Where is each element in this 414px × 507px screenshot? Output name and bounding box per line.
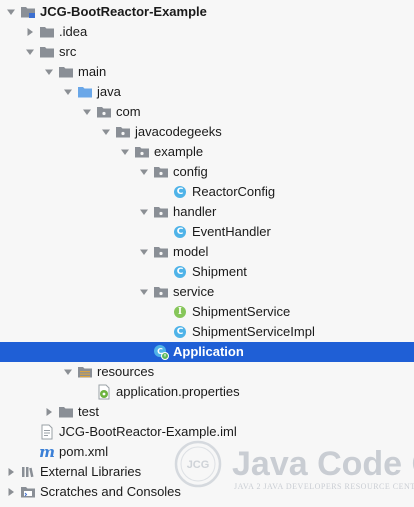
resources-folder-icon [77,364,93,380]
tree-node-application[interactable]: C Application [0,342,414,362]
tree-node-label: handler [173,204,217,219]
tree-node-label: application.properties [116,384,240,399]
interface-icon: I [172,304,188,320]
package-icon [153,204,169,220]
tree-node-scratches-and-consoles[interactable]: Scratches and Consoles [0,482,414,502]
package-icon [153,284,169,300]
chevron-right-icon[interactable] [23,25,37,39]
tree-node-shipment[interactable]: C Shipment [0,262,414,282]
package-icon [153,164,169,180]
tree-node-javacodegeeks[interactable]: javacodegeeks [0,122,414,142]
tree-node-label: src [59,44,77,59]
tree-node-label: java [97,84,121,99]
tree-node-main[interactable]: main [0,62,414,82]
class-icon: C [172,324,188,340]
tree-node-shipmentservice[interactable]: I ShipmentService [0,302,414,322]
tree-node-label: config [173,164,208,179]
chevron-down-icon[interactable] [80,105,94,119]
package-icon [115,124,131,140]
module-folder-icon [20,4,36,20]
folder-icon [39,24,55,40]
tree-node-label: Shipment [192,264,247,279]
tree-node-label: ShipmentService [192,304,291,319]
tree-node-label: External Libraries [40,464,142,479]
chevron-down-icon[interactable] [61,85,75,99]
tree-node-external-libraries[interactable]: External Libraries [0,462,414,482]
tree-node-idea[interactable]: .idea [0,22,414,42]
class-icon: C [172,264,188,280]
class-icon: C [172,184,188,200]
package-icon [153,244,169,260]
chevron-down-icon[interactable] [137,285,151,299]
tree-node-label: JCG-BootReactor-Example [40,4,207,19]
tree-node-jcg-bootreactor-example[interactable]: JCG-BootReactor-Example [0,2,414,22]
tree-node-label: pom.xml [59,444,109,459]
tree-node-com[interactable]: com [0,102,414,122]
tree-node-label: EventHandler [192,224,271,239]
tree-node-label: ShipmentServiceImpl [192,324,315,339]
folder-icon [58,404,74,420]
tree-node-src[interactable]: src [0,42,414,62]
tree-node-label: com [116,104,141,119]
chevron-down-icon[interactable] [23,45,37,59]
tree-node-example[interactable]: example [0,142,414,162]
chevron-down-icon[interactable] [61,365,75,379]
tree-node-resources[interactable]: resources [0,362,414,382]
chevron-right-icon[interactable] [4,485,18,499]
tree-node-reactorconfig[interactable]: C ReactorConfig [0,182,414,202]
tree-node-label: main [78,64,107,79]
chevron-down-icon[interactable] [99,125,113,139]
chevron-right-icon[interactable] [4,465,18,479]
chevron-right-icon[interactable] [42,405,56,419]
tree-node-application-properties[interactable]: application.properties [0,382,414,402]
chevron-down-icon[interactable] [42,65,56,79]
folder-icon [39,44,55,60]
tree-node-test[interactable]: test [0,402,414,422]
tree-node-label: javacodegeeks [135,124,222,139]
folder-icon [58,64,74,80]
iml-file-icon [39,424,55,440]
tree-node-service[interactable]: service [0,282,414,302]
tree-node-label: test [78,404,99,419]
scratches-icon [20,484,36,500]
tree-node-pom-xml[interactable]: m pom.xml [0,442,414,462]
tree-node-label: JCG-BootReactor-Example.iml [59,424,237,439]
tree-node-java[interactable]: java [0,82,414,102]
tree-node-jcg-bootreactor-example-iml[interactable]: JCG-BootReactor-Example.iml [0,422,414,442]
tree-node-label: Scratches and Consoles [40,484,181,499]
tree-node-config[interactable]: config [0,162,414,182]
tree-node-label: .idea [59,24,88,39]
source-folder-icon [77,84,93,100]
chevron-down-icon[interactable] [137,165,151,179]
svg-text:C: C [157,347,163,356]
tree-node-handler[interactable]: handler [0,202,414,222]
chevron-down-icon[interactable] [137,245,151,259]
tree-node-label: example [154,144,204,159]
package-icon [96,104,112,120]
libraries-icon [20,464,36,480]
tree-node-model[interactable]: model [0,242,414,262]
spring-boot-app-icon: C [153,344,169,360]
chevron-down-icon[interactable] [118,145,132,159]
tree-node-label: service [173,284,215,299]
package-icon [134,144,150,160]
properties-file-icon [96,384,112,400]
chevron-down-icon[interactable] [4,5,18,19]
tree-node-shipmentserviceimpl[interactable]: C ShipmentServiceImpl [0,322,414,342]
maven-icon: m [39,443,55,461]
class-icon: C [172,224,188,240]
tree-node-label: Application [173,344,244,359]
tree-node-label: ReactorConfig [192,184,276,199]
tree-node-label: model [173,244,209,259]
tree-node-label: resources [97,364,155,379]
tree-node-eventhandler[interactable]: C EventHandler [0,222,414,242]
chevron-down-icon[interactable] [137,205,151,219]
